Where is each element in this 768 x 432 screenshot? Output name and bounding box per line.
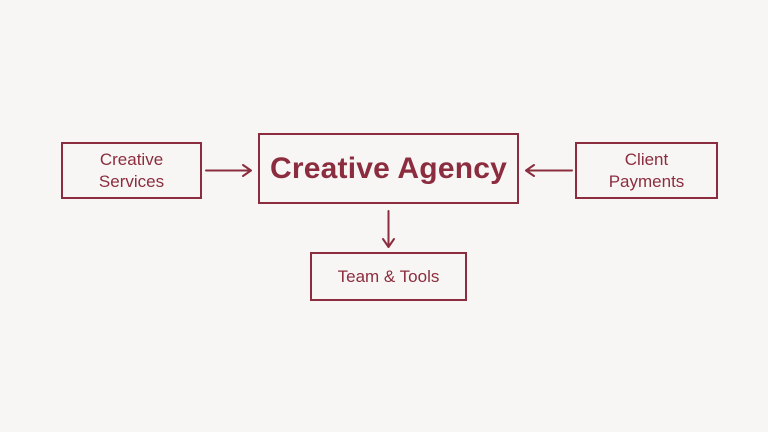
node-team-tools-label: Team & Tools (337, 266, 440, 286)
node-creative-agency-label: Creative Agency (270, 152, 507, 185)
arrow-down-icon (382, 210, 395, 248)
node-creative-services: Creative Services (61, 142, 202, 199)
arrow-left-icon (525, 164, 573, 177)
arrow-right-icon (205, 164, 252, 177)
node-client-payments-label: Client Payments (608, 149, 685, 191)
node-creative-services-label: Creative Services (98, 149, 165, 191)
node-creative-agency: Creative Agency (258, 133, 519, 204)
node-team-tools: Team & Tools (310, 252, 467, 301)
node-client-payments: Client Payments (575, 142, 718, 199)
